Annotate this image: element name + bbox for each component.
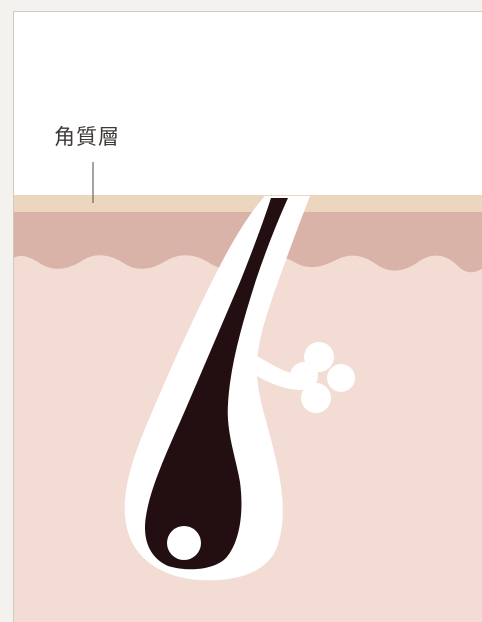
sebaceous-gland-lobe xyxy=(327,364,355,392)
sebaceous-gland-lobe xyxy=(290,362,318,390)
hair-bulb-icon xyxy=(167,526,201,560)
stratum-corneum-layer xyxy=(14,195,482,212)
stratum-corneum-label: 角質層 xyxy=(54,127,120,148)
skin-cross-section-diagram xyxy=(14,12,482,622)
diagram-panel: 角質層 xyxy=(13,11,482,622)
